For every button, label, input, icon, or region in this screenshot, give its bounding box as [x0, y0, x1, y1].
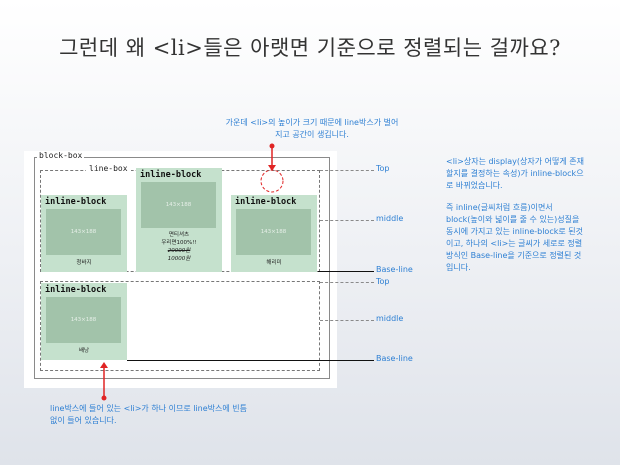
arrow-dot-top — [269, 143, 275, 149]
guide-baseline-1 — [318, 271, 374, 272]
guide-top-2 — [320, 282, 374, 283]
item-title: inline-block — [235, 197, 297, 207]
note-single-li: line박스에 들어 있는 <li>가 하나 이므로 line박스에 빈틈없이 … — [50, 404, 248, 425]
inline-block-item-4: inline-block 143×188 배낭 — [41, 283, 127, 360]
image-dimensions: 143×188 — [260, 229, 287, 235]
guide-label-top-2: Top — [376, 277, 390, 286]
guide-top-1 — [320, 170, 374, 171]
arrow-dot-bottom — [101, 395, 107, 401]
guide-label-top-1: Top — [376, 164, 390, 173]
guide-label-baseline-1: Base-line — [376, 265, 413, 274]
product-image: 143×188 — [141, 182, 216, 228]
item-caption: 면티셔츠 — [168, 232, 190, 238]
guide-middle-1 — [320, 220, 374, 221]
inline-block-item-1: inline-block 143×188 청바지 — [41, 195, 127, 272]
gap-highlight-circle — [260, 169, 284, 193]
image-dimensions: 143×188 — [165, 202, 192, 208]
inline-block-item-2: inline-block 143×188 면티셔츠 우리면100%!! 2000… — [136, 168, 222, 272]
slide-title: 그런데 왜 <li>들은 아랫면 기준으로 정렬되는 걸까요? — [59, 36, 561, 60]
item-caption: 배낭 — [78, 348, 90, 354]
guide-label-baseline-2: Base-line — [376, 354, 413, 363]
guide-baseline-2 — [127, 360, 374, 361]
line-box-label: line-box — [86, 164, 131, 173]
note-inline-block-2: 즉 inline(글씨처럼 흐름)이면서 block(높이와 넓이를 줄 수 있… — [446, 203, 583, 272]
block-box — [34, 157, 330, 379]
item-caption: 우리면100%!! — [161, 240, 197, 246]
product-image: 143×188 — [46, 297, 121, 343]
guide-middle-2 — [320, 320, 374, 321]
line-box-2 — [40, 281, 320, 371]
note-inline-block: <li>상자는 display(상자가 어떻게 존재할지를 결정하는 속성)가 … — [446, 156, 586, 284]
guide-label-middle-2: middle — [376, 314, 404, 323]
note-inline-block-1: <li>상자는 display(상자가 어떻게 존재할지를 결정하는 속성)가 … — [446, 157, 584, 190]
note-line-box-gap: 가운데 <li>의 높이가 크기 때문에 line박스가 벌어지고 공간이 생깁… — [225, 118, 399, 139]
product-image: 143×188 — [236, 209, 311, 255]
product-image: 143×188 — [46, 209, 121, 255]
guide-label-middle-1: middle — [376, 214, 404, 223]
arrow-head-top — [268, 165, 276, 171]
block-box-label: block-box — [37, 151, 85, 160]
inline-block-item-3: inline-block 143×188 해리미 — [231, 195, 317, 272]
item-caption: 청바지 — [76, 260, 92, 266]
item-title: inline-block — [140, 170, 202, 180]
item-title: inline-block — [45, 285, 107, 295]
image-dimensions: 143×188 — [70, 317, 97, 323]
item-sale-price: 10000원 — [167, 256, 191, 262]
item-title: inline-block — [45, 197, 107, 207]
item-caption: 해리미 — [266, 260, 282, 266]
image-dimensions: 143×188 — [70, 229, 97, 235]
item-original-price: 20000원 — [167, 248, 191, 254]
arrow-head-bottom — [100, 362, 108, 368]
